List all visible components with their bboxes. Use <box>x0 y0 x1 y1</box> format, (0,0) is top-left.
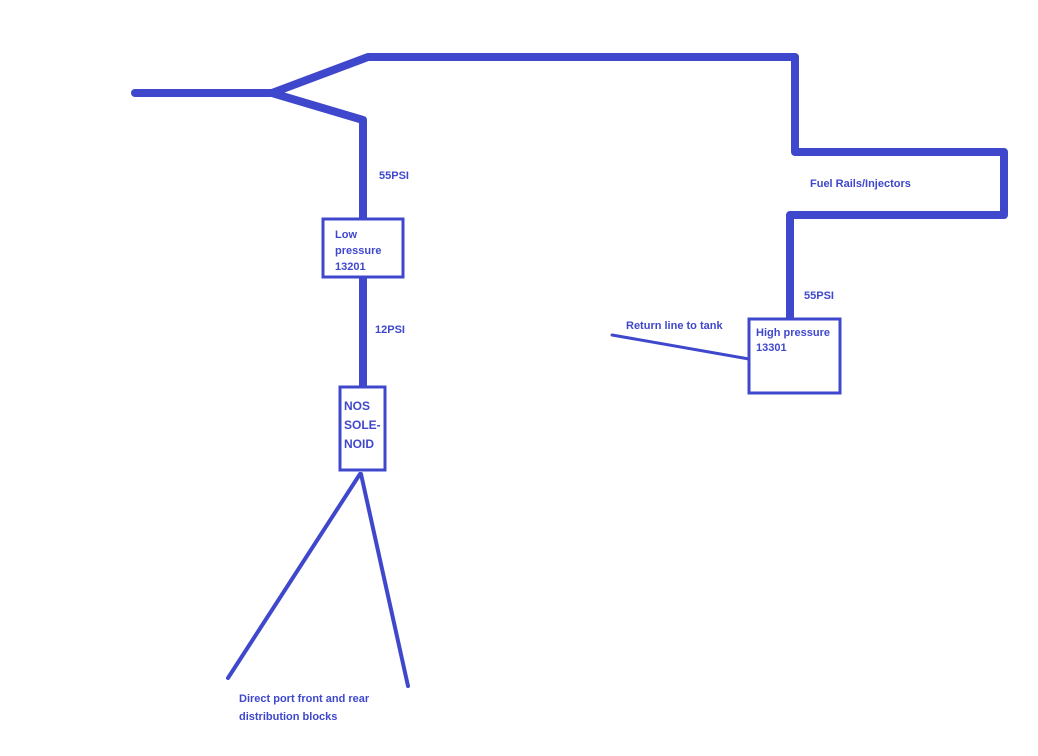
high-pressure-feed-line <box>268 53 1008 324</box>
distribution-line-front <box>226 472 362 680</box>
low-box-line: 13201 <box>335 261 366 273</box>
high-psi-label: 55PSI <box>804 290 834 302</box>
nos-box-line: NOS <box>344 399 371 413</box>
low-pressure-feed-line <box>268 89 367 223</box>
high-box-line: High pressure <box>756 327 830 339</box>
high-pressure-label: High pressure 13301 <box>756 326 830 356</box>
distribution-line-rear <box>359 472 410 688</box>
high-box-line: 13301 <box>756 342 787 354</box>
low-box-line: pressure <box>335 245 382 257</box>
return-line-label: Return line to tank <box>626 320 723 332</box>
fuel-rails-label: Fuel Rails/Injectors <box>810 178 911 190</box>
high-pressure-regulator-box <box>747 317 842 395</box>
nos-box-line: NOID <box>344 437 374 451</box>
distribution-blocks-label: Direct port front and rear distribution b… <box>239 690 369 726</box>
nos-solenoid-label: NOS SOLE- NOID <box>344 397 381 454</box>
low-pressure-label: Low pressure 13201 <box>335 227 381 275</box>
low-pressure-regulator-box <box>321 217 405 279</box>
nos-solenoid-box <box>338 385 387 472</box>
distribution-line-2: distribution blocks <box>239 711 338 723</box>
return-line <box>610 333 751 361</box>
low-psi-label: 55PSI <box>379 170 409 182</box>
distribution-line-1: Direct port front and rear <box>239 693 370 705</box>
nos-box-line: SOLE- <box>344 418 381 432</box>
mid-psi-label: 12PSI <box>375 324 405 336</box>
low-box-line: Low <box>335 229 357 241</box>
